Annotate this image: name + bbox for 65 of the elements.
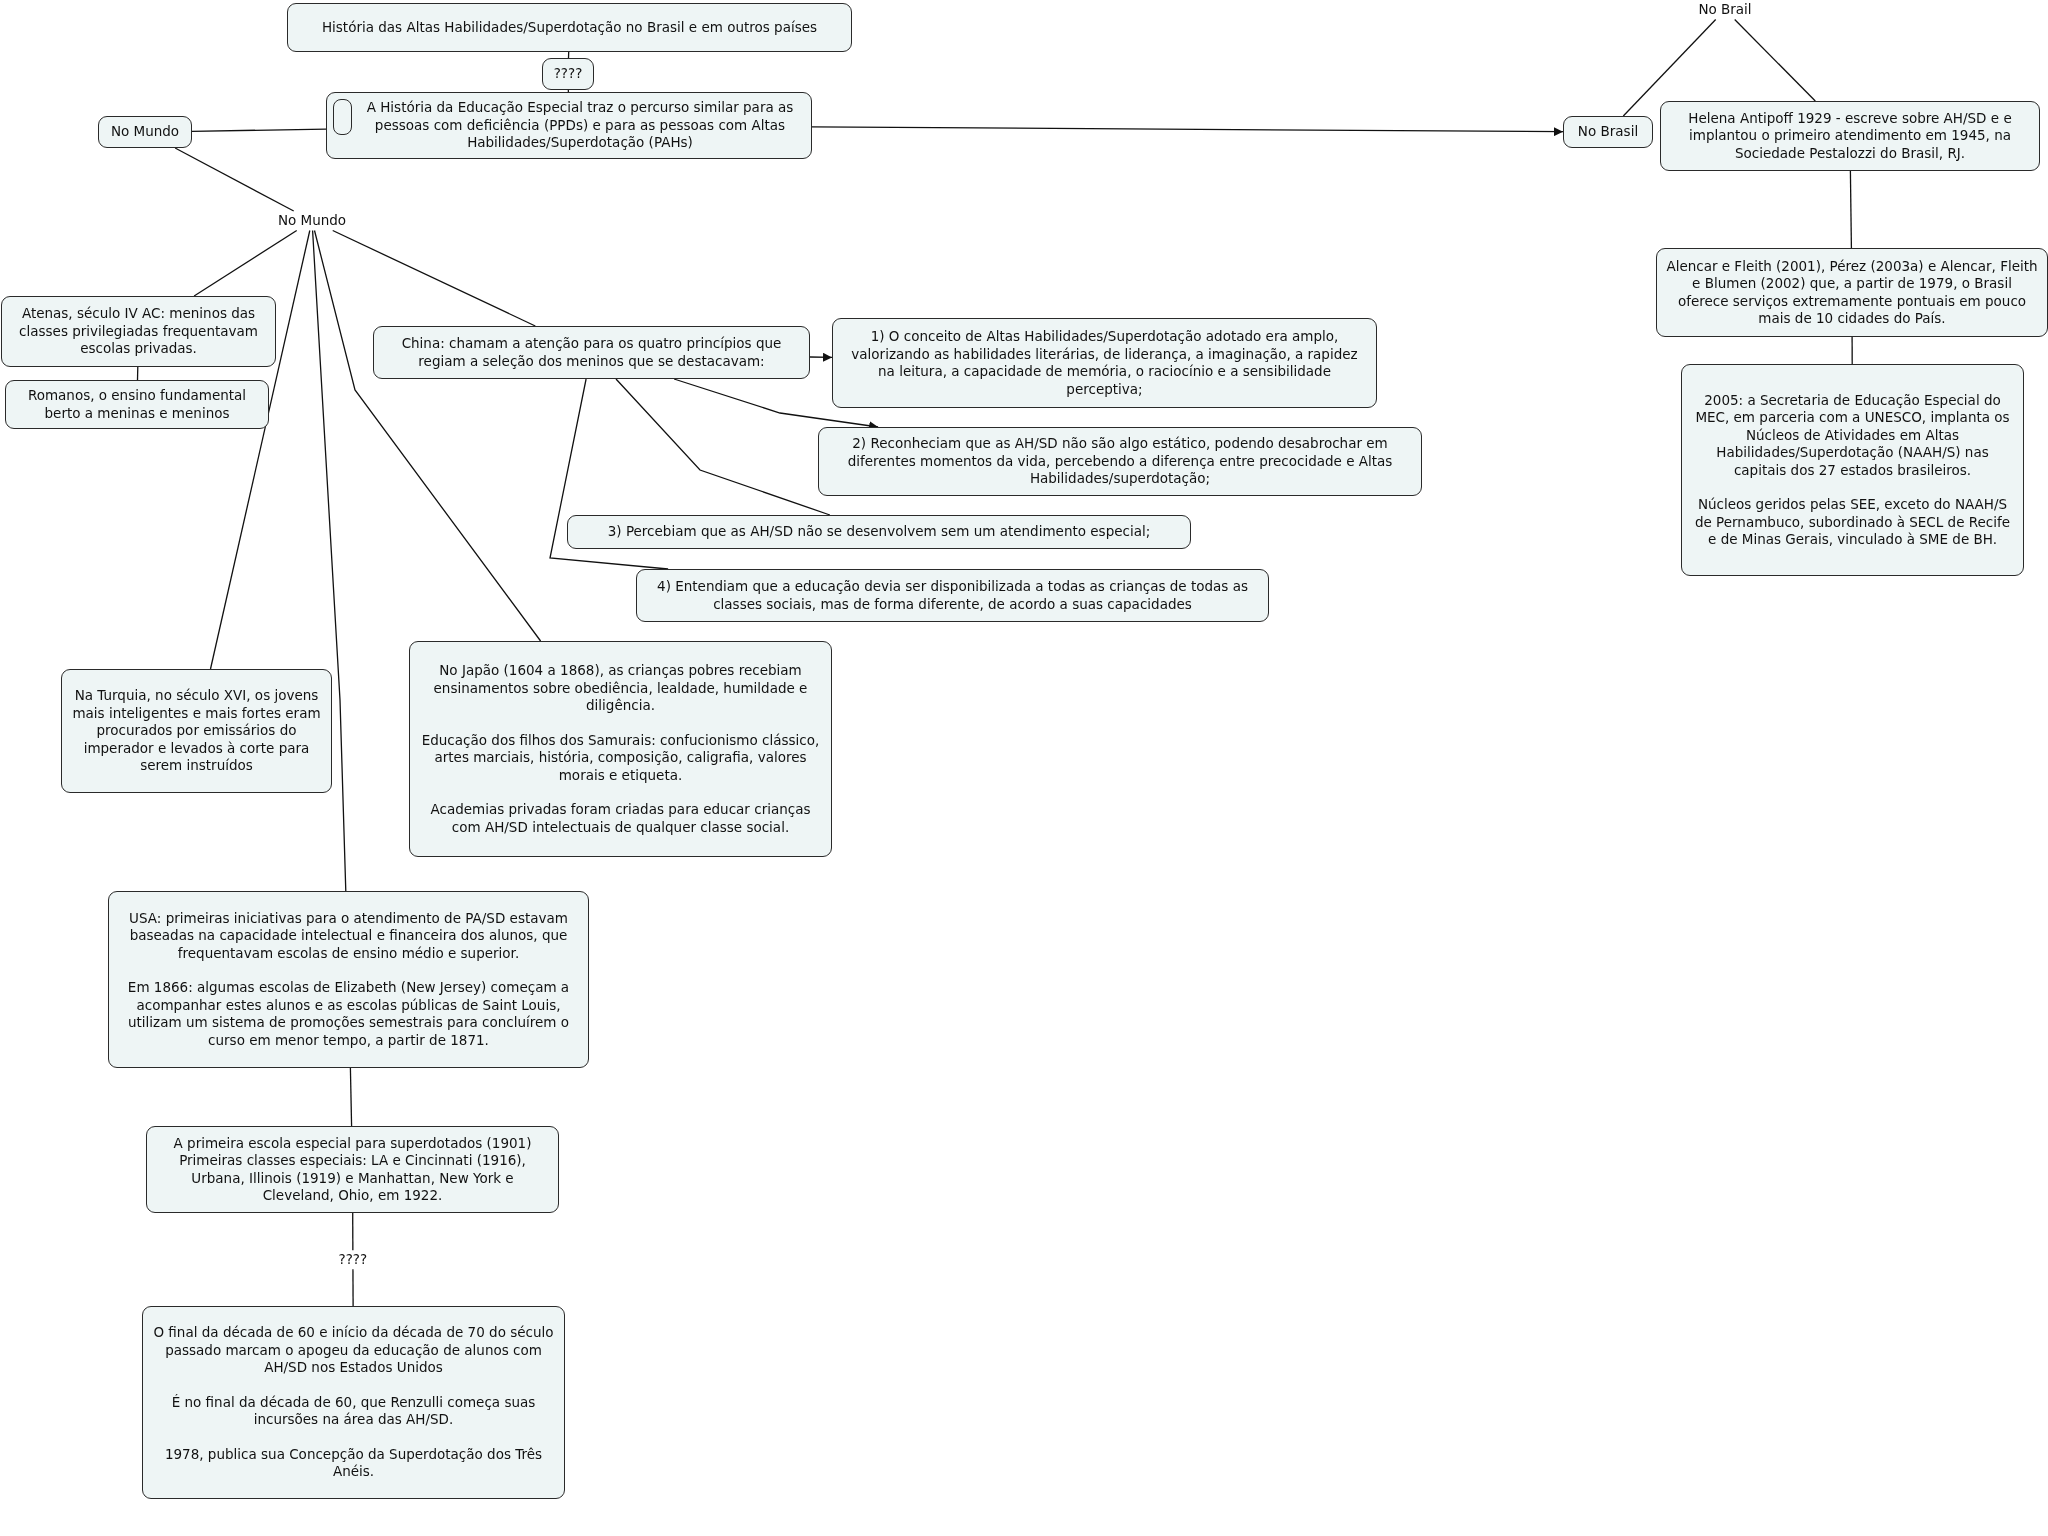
edge-label: ???? bbox=[336, 1249, 370, 1270]
connector-line bbox=[209, 229, 311, 670]
concept-text: É no final da década de 60, que Renzulli começa suas incursões na área das AH/SD. bbox=[170, 1393, 537, 1429]
concept-text: 1) O conceito de Altas Habilidades/Superdotação adotado era amplo, valorizando as habilidades literárias, de liderança, a imaginação, a rapidez na leitura, a capacidade de memória, o raciocínio e a sensibilidade perceptiva; bbox=[850, 328, 1359, 398]
concept-text: O final da década de 60 e início da década de 70 do século passado marcam o apogeu da educação de alunos com AH/SD nos Estados Unidos bbox=[152, 1324, 555, 1377]
concept-text: No Mundo bbox=[109, 123, 181, 141]
connector-line bbox=[311, 229, 347, 892]
concept-box bbox=[142, 1306, 565, 1499]
concept-text: Helena Antipoff 1929 - escreve sobre AH/SD e e implantou o primeiro atendimento em 1945, na Sociedade Pestalozzi do Brasil, RJ. bbox=[1687, 109, 2013, 163]
concept-text: A História da Educação Especial traz o percurso similar para as pessoas com deficiência (PPDs) e para as pessoas com Altas Habilidades/Superdotação (PAHs) bbox=[365, 99, 795, 152]
concept-box bbox=[98, 116, 192, 148]
concept-box bbox=[108, 891, 589, 1068]
connector-line bbox=[313, 229, 542, 642]
concept-box bbox=[373, 326, 810, 379]
connector-line bbox=[1734, 18, 1816, 102]
concept-box bbox=[146, 1126, 559, 1213]
concept-text: 4) Entendiam que a educação devia ser disponibilizada a todas as crianças de todas as classes sociais, mas de forma diferente, de acordo a suas capacidades bbox=[656, 578, 1249, 613]
connector-line bbox=[332, 229, 536, 327]
concept-box bbox=[567, 515, 1191, 549]
concept-text: USA: primeiras iniciativas para o atendimento de PA/SD estavam baseadas na capacidade intelectual e financeira dos alunos, que frequentavam escolas de ensino médio e superior. bbox=[128, 909, 569, 963]
concept-box bbox=[1563, 116, 1653, 148]
empty-box bbox=[333, 99, 352, 135]
concept-text: Academias privadas foram criadas para educar crianças com AH/SD intelectuais de qualquer classe social. bbox=[429, 801, 812, 836]
concept-box bbox=[61, 669, 332, 793]
concept-box bbox=[542, 58, 594, 90]
concept-text: 1978, publica sua Concepção da Superdotação dos Três Anéis. bbox=[163, 1445, 544, 1481]
concept-text: Em 1866: algumas escolas de Elizabeth (New Jersey) começam a acompanhar estes alunos e as escolas públicas de Saint Louis, utilizam um sistema de promoções semestrais para concluírem o curso em menor tempo, a partir de 1871. bbox=[126, 979, 571, 1050]
connector-line bbox=[1849, 170, 1853, 249]
connector-line bbox=[349, 1067, 353, 1127]
concept-text: 2005: a Secretaria de Educação Especial do MEC, em parceria com a UNESCO, implanta os Núcleos de Atividades em Altas Habilidades/Superdotação (NAAH/S) nas capitais dos 27 estados brasileiros. bbox=[1694, 391, 2011, 479]
concept-label: No Brail bbox=[1680, 0, 1770, 20]
concept-text: A primeira escola especial para superdotados (1901) Primeiras classes especiais: LA e Cincinnati (1916), Urbana, Illinois (1919) e Manhattan, New York e Cleveland, Ohio, em 1922. bbox=[172, 1134, 533, 1205]
concept-box bbox=[5, 380, 269, 429]
connector-line bbox=[567, 51, 570, 59]
concept-box bbox=[818, 427, 1422, 496]
concept-text: No Japão (1604 a 1868), as crianças pobres recebiam ensinamentos sobre obediência, lealdade, humildade e diligência. bbox=[432, 662, 809, 715]
arrow bbox=[809, 352, 833, 362]
concept-label: No Mundo bbox=[262, 211, 362, 231]
concept-text: Romanos, o ensino fundamental berto a meninas e meninos bbox=[26, 387, 248, 422]
concept-box bbox=[1681, 364, 2024, 576]
concept-box bbox=[326, 92, 812, 159]
connector-line bbox=[191, 128, 327, 132]
arrow bbox=[811, 126, 1564, 137]
concept-text: História das Altas Habilidades/Superdotação no Brasil e em outros países bbox=[320, 18, 819, 37]
connector-line bbox=[193, 229, 298, 297]
connector-line bbox=[1851, 336, 1853, 365]
concept-text: Núcleos geridos pelas SEE, exceto do NAAH/S de Pernambuco, subordinado à SECL de Recife e de Minas Gerais, vinculado à SME de BH. bbox=[1693, 496, 2012, 549]
concept-text: No Brasil bbox=[1576, 123, 1640, 141]
connector-line bbox=[1622, 18, 1717, 117]
concept-text: China: chamam a atenção para os quatro princípios que regiam a seleção dos meninos que se destacavam: bbox=[400, 335, 783, 370]
concept-text: Atenas, século IV AC: meninos das classes privilegiadas frequentavam escolas privadas. bbox=[18, 305, 259, 358]
concept-text: Alencar e Fleith (2001), Pérez (2003a) e Alencar, Fleith e Blumen (2002) que, a partir de 1979, o Brasil oferece serviços extremamente pontuais em pouco mais de 10 cidades do País. bbox=[1665, 257, 2039, 328]
concept-text: ???? bbox=[552, 65, 584, 83]
connector-line bbox=[174, 147, 295, 212]
concept-box bbox=[1656, 248, 2048, 337]
concept-box bbox=[287, 3, 852, 52]
concept-text: 2) Reconheciam que as AH/SD não são algo estático, podendo desabrochar em diferentes momentos da vida, percebendo a diferença entre precocidade e Altas Habilidades/superdotação; bbox=[846, 435, 1394, 488]
concept-box bbox=[1, 296, 276, 367]
concept-box bbox=[1660, 101, 2040, 171]
concept-box bbox=[636, 569, 1269, 622]
concept-box bbox=[409, 641, 832, 857]
concept-text: 3) Percebiam que as AH/SD não se desenvolvem sem um atendimento especial; bbox=[606, 523, 1152, 541]
concept-box bbox=[832, 318, 1377, 408]
concept-text: Educação dos filhos dos Samurais: confucionismo clássico, artes marciais, história, composição, caligrafia, valores morais e etiqueta. bbox=[420, 731, 821, 784]
concept-text: Na Turquia, no século XVI, os jovens mais inteligentes e mais fortes eram procurados por emissários do imperador e levados à corte para serem instruídos bbox=[71, 687, 322, 775]
